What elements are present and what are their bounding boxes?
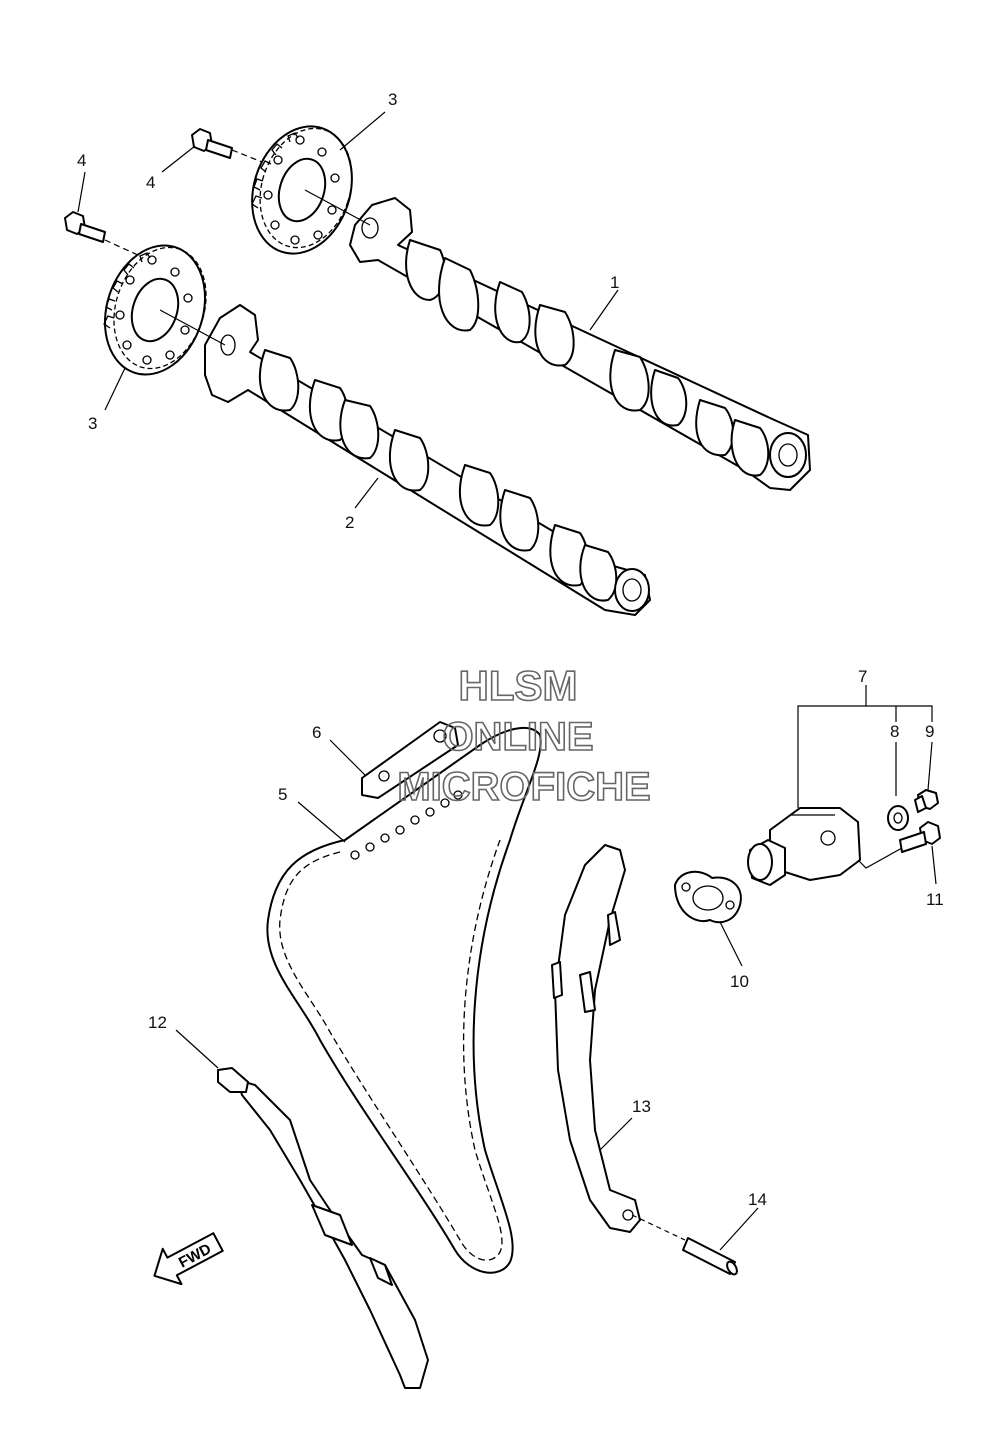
part-labels: 1 2 3 3 4 4 5 6 7 8 9 10 11 12 13 14 — [77, 90, 944, 1209]
timing-chain[interactable] — [266, 727, 542, 1274]
camshaft-exhaust[interactable] — [349, 197, 811, 491]
guide-pin[interactable] — [682, 1237, 739, 1276]
cam-chain-tensioner[interactable] — [747, 807, 861, 886]
camshaft-intake[interactable] — [204, 304, 651, 616]
label-7: 7 — [858, 667, 867, 686]
label-8: 8 — [890, 722, 899, 741]
watermark-line-1: HLSM — [459, 662, 578, 709]
label-13: 13 — [632, 1097, 651, 1116]
label-9: 9 — [925, 722, 934, 741]
sprocket-bolt-upper[interactable] — [191, 128, 233, 159]
label-6: 6 — [312, 723, 321, 742]
tensioner-washer[interactable] — [887, 805, 909, 831]
label-2: 2 — [345, 513, 354, 532]
label-4-upper: 4 — [146, 173, 155, 192]
watermark: HLSM ONLINE MICROFICHE — [397, 661, 652, 810]
label-12: 12 — [148, 1013, 167, 1032]
forward-arrow-icon: FWD — [153, 1232, 224, 1286]
chain-guide-rear[interactable] — [217, 1067, 429, 1389]
watermark-line-2: ONLINE — [442, 715, 593, 759]
label-3-lower: 3 — [88, 414, 97, 433]
sprocket-bolt-lower[interactable] — [64, 211, 106, 243]
cam-sprocket-lower[interactable] — [89, 232, 221, 387]
label-14: 14 — [748, 1190, 767, 1209]
label-4-lower: 4 — [77, 151, 86, 170]
label-5: 5 — [278, 785, 287, 804]
tensioner-gasket[interactable] — [674, 870, 742, 924]
tensioner-cap-bolt[interactable] — [914, 789, 939, 813]
cam-sprocket-upper[interactable] — [236, 113, 367, 266]
label-11: 11 — [926, 890, 944, 909]
leader-lines — [77, 111, 937, 1251]
watermark-line-3: MICROFICHE — [397, 765, 650, 809]
label-3-upper: 3 — [388, 90, 397, 109]
chain-guide-top[interactable] — [361, 721, 459, 799]
chain-tensioner-guide[interactable] — [551, 844, 641, 1233]
label-1: 1 — [610, 273, 619, 292]
label-10: 10 — [730, 972, 749, 991]
